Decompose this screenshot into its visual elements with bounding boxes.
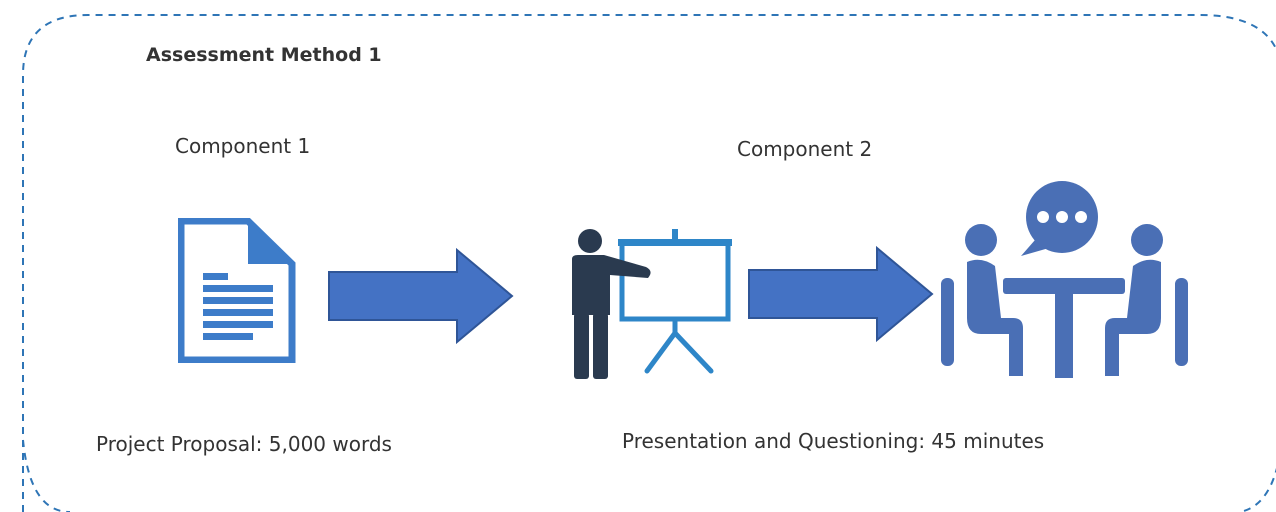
component-1-description: Project Proposal: 5,000 words: [96, 432, 392, 456]
document-icon: [178, 218, 296, 363]
diagram-title: Assessment Method 1: [146, 44, 382, 66]
arrow-right-icon: [328, 247, 514, 345]
component-2-description: Presentation and Questioning: 45 minutes: [622, 429, 1045, 453]
arrow-right-icon: [748, 245, 934, 343]
component-1-label: Component 1: [175, 134, 311, 158]
presenter-icon: [572, 229, 732, 379]
component-2-label: Component 2: [737, 137, 873, 161]
meeting-icon: [941, 181, 1188, 378]
